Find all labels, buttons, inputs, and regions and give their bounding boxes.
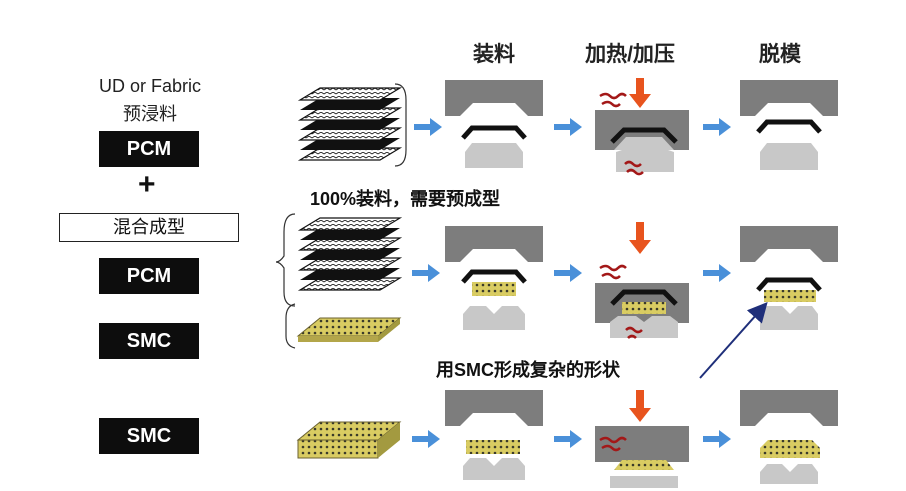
flow-arrows-row2 <box>412 264 731 282</box>
prepreg-label-line2: 预浸料 <box>123 104 177 124</box>
mold-press-row3 <box>595 390 689 488</box>
mold-charge-row1 <box>445 80 543 168</box>
flow-arrows-row3 <box>412 430 731 448</box>
prepreg-label-line1: UD or Fabric <box>98 76 201 96</box>
smc-badge-mid: SMC <box>99 323 199 359</box>
prepreg-stack-row1 <box>297 83 407 167</box>
plus-sign: + <box>138 168 156 201</box>
mold-charge-row2 <box>445 226 543 330</box>
header-heat-press: 加热/加压 <box>585 43 675 66</box>
mold-demold-row2 <box>740 226 838 330</box>
pcm-badge-mid: PCM <box>99 258 199 294</box>
note-full-charge: 100%装料，需要预成型 <box>310 189 501 209</box>
smc-block-row3 <box>296 421 402 459</box>
note-smc-shape: 用SMC形成复杂的形状 <box>436 360 620 380</box>
mold-press-row1 <box>595 78 689 176</box>
prepreg-stack-row2 <box>275 213 403 307</box>
mold-charge-row3 <box>445 390 543 480</box>
pcm-badge-top: PCM <box>99 131 199 167</box>
header-charge: 装料 <box>473 43 515 66</box>
smc-sheet-row2 <box>285 303 402 349</box>
smc-badge-bottom: SMC <box>99 418 199 454</box>
mold-demold-row1 <box>740 80 838 170</box>
mold-press-row2 <box>595 222 689 339</box>
annotation-arrow <box>699 302 768 379</box>
hybrid-molding-box: 混合成型 <box>59 213 239 242</box>
flow-arrows-row1 <box>414 118 731 136</box>
mold-demold-row3 <box>740 390 838 484</box>
header-demold: 脱模 <box>759 43 801 66</box>
